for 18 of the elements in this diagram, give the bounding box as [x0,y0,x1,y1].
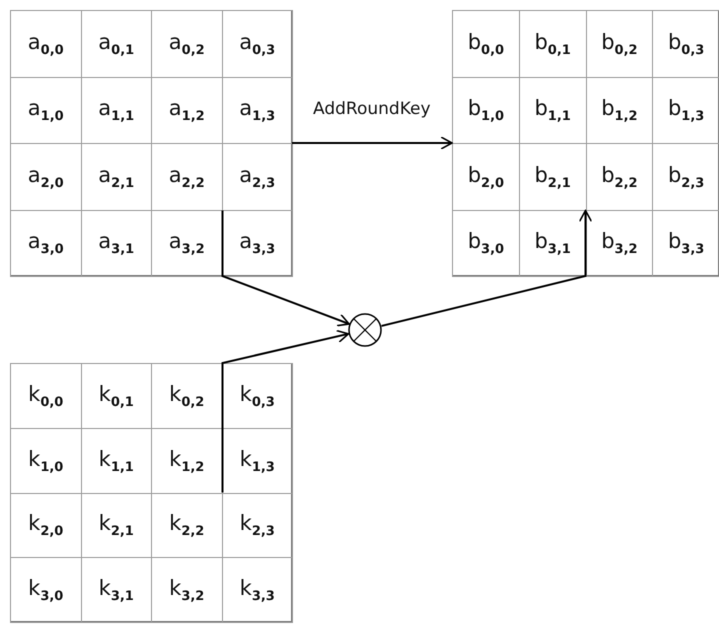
matrix-grid [452,10,719,276]
matrix-cell: a$_{0,0}$ [10,10,82,78]
matrix-cell: a$_{0,3}$ [222,10,293,78]
matrix-grid [10,363,292,622]
arrow [222,330,350,492]
matrix-cell: k$_{0,3}$ [222,363,293,429]
matrix-cell: b$_{0,0}$ [452,10,520,78]
arrow [222,210,350,326]
edge-label: AddRoundKey [311,99,433,119]
matrix-cell: a$_{3,0}$ [10,210,82,277]
arrow [381,210,592,327]
matrix-cell: k$_{0,0}$ [10,363,82,429]
matrix-cell: k$_{3,3}$ [222,557,293,623]
matrix-cell: b$_{3,0}$ [452,210,520,277]
matrix-cell: k$_{3,0}$ [10,557,82,623]
arrow [292,136,453,150]
xor-symbol [348,313,382,347]
matrix-grid [10,10,292,276]
